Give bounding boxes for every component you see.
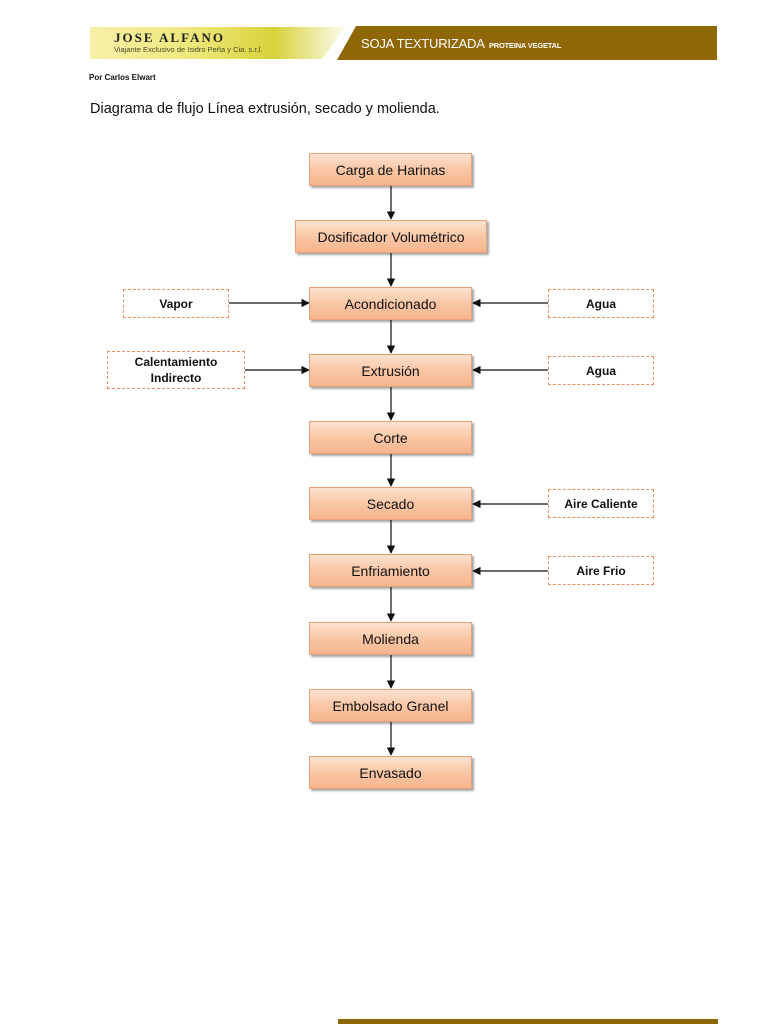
step-carga-de-harinas: Carga de Harinas <box>309 153 472 186</box>
step-corte: Corte <box>309 421 472 454</box>
step-secado: Secado <box>309 487 472 520</box>
step-extrusion: Extrusión <box>309 354 472 387</box>
header-product-bar <box>337 26 717 60</box>
header-brand-band <box>90 27 352 59</box>
input-aire-caliente: Aire Caliente <box>548 489 654 518</box>
step-enfriamiento: Enfriamiento <box>309 554 472 587</box>
step-embolsado-granel: Embolsado Granel <box>309 689 472 722</box>
input-agua-1: Agua <box>548 289 654 318</box>
input-agua-2: Agua <box>548 356 654 385</box>
brand-name: JOSE ALFANO <box>114 30 225 45</box>
input-aire-frio: Aire Frio <box>548 556 654 585</box>
step-envasado: Envasado <box>309 756 472 789</box>
document-title: Diagrama de flujo Línea extrusión, secad… <box>90 101 440 117</box>
author-line: Por Carlos Elwart <box>89 73 156 82</box>
input-calentamiento-indirecto: Calentamiento Indirecto <box>107 351 245 389</box>
product-subtitle: PROTEINA VEGETAL <box>489 41 562 50</box>
product-title: SOJA TEXTURIZADA <box>361 36 485 51</box>
footer-bar <box>338 1019 718 1024</box>
step-molienda: Molienda <box>309 622 472 655</box>
step-acondicionado: Acondicionado <box>309 287 472 320</box>
input-vapor: Vapor <box>123 289 229 318</box>
brand-tagline: Viajante Exclusivo de Isidro Peña y Cia.… <box>114 45 263 54</box>
step-dosificador-volumetrico: Dosificador Volumétrico <box>295 220 487 253</box>
